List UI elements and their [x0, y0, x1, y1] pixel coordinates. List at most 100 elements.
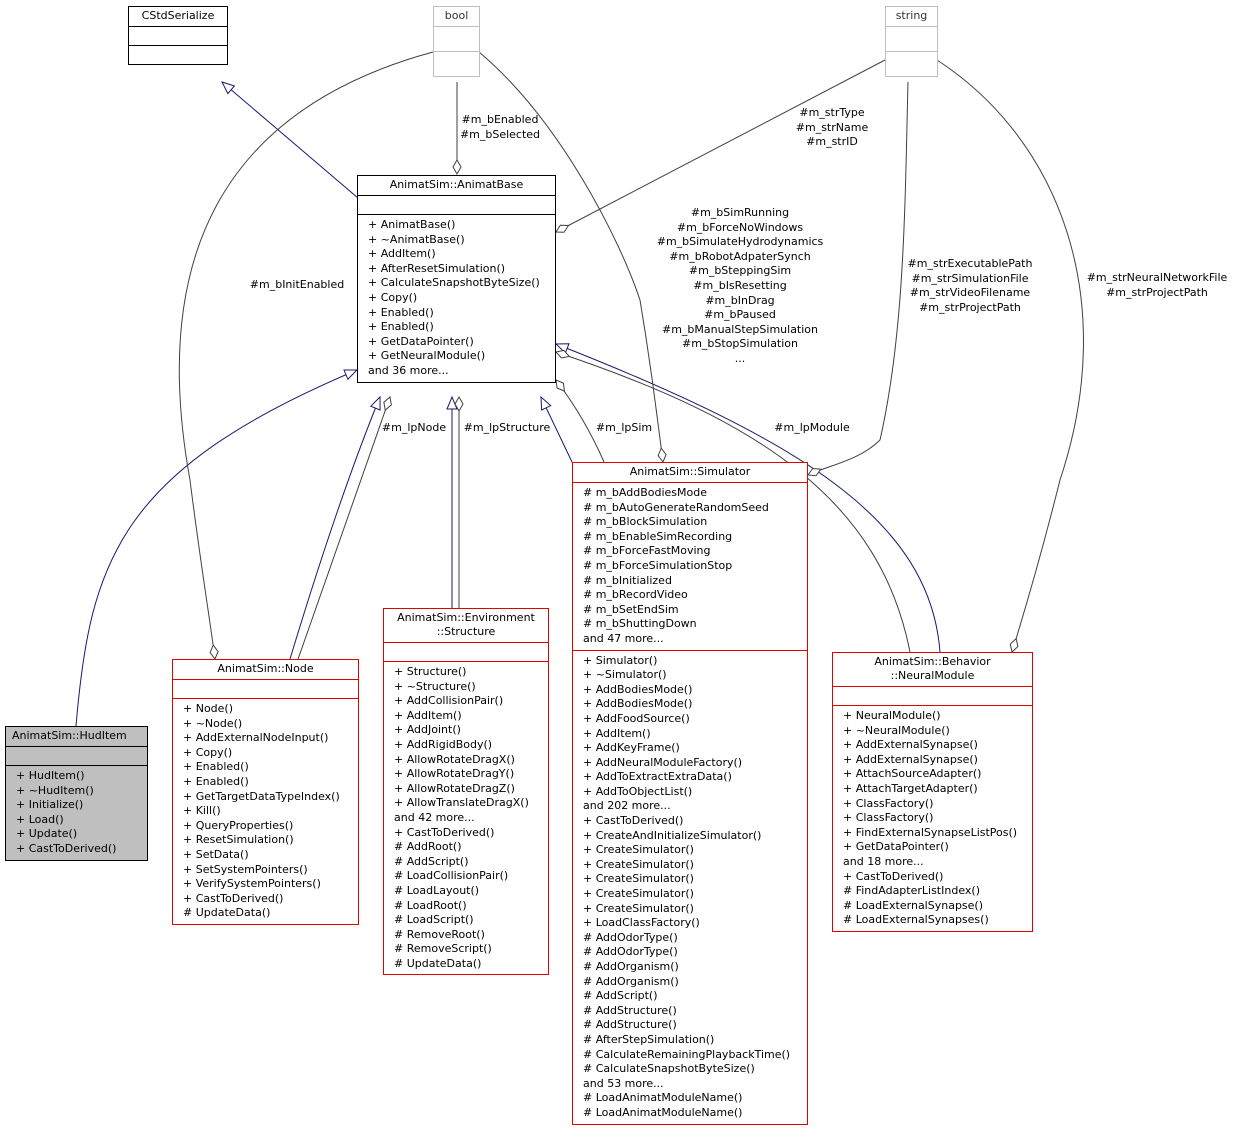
member-line: + AllowRotateDragZ()	[394, 781, 515, 795]
member-line: + CreateSimulator()	[583, 857, 694, 871]
member-line: + AddToExtractExtraData()	[583, 770, 732, 784]
member-line: # AddScript()	[394, 854, 469, 868]
member-line: # m_bShuttingDown	[583, 617, 697, 631]
member-line: # CalculateRemainingPlaybackTime()	[583, 1047, 791, 1061]
member-line: + GetDataPointer()	[843, 840, 949, 854]
member-line: and 42 more...	[394, 810, 475, 824]
member-line: # m_bForceFastMoving	[583, 544, 711, 558]
member-line: # LoadAnimatModuleName()	[583, 1091, 743, 1105]
edge-label-nm-strings: #m_strNeuralNetworkFile#m_strProjectPath	[1087, 271, 1228, 300]
class-node[interactable]: AnimatSim::Node + Node()+ ~Node()+ AddEx…	[172, 659, 359, 925]
member-line: + AttachSourceAdapter()	[843, 767, 982, 781]
methods-section: + HudItem()+ ~HudItem()+ Initialize()+ L…	[6, 765, 147, 860]
member-line: + ResetSimulation()	[183, 833, 294, 847]
member-line: + Load()	[16, 812, 64, 826]
member-line: # m_bAutoGenerateRandomSeed	[583, 500, 769, 514]
member-line: # RemoveRoot()	[394, 927, 485, 941]
member-line: # AddOdorType()	[583, 945, 678, 959]
member-line: + VerifySystemPointers()	[183, 877, 321, 891]
usage-edge-string-sim	[807, 81, 909, 477]
class-structure[interactable]: AnimatSim::Environment ::Structure + Str…	[383, 608, 549, 976]
member-line: + ~HudItem()	[16, 783, 94, 797]
member-line: + AddItem()	[394, 708, 462, 722]
member-line: + ClassFactory()	[843, 796, 934, 810]
member-line: + HudItem()	[16, 769, 85, 782]
methods-section: + Node()+ ~Node()+ AddExternalNodeInput(…	[173, 698, 358, 924]
member-line: + AddBodiesMode()	[583, 697, 693, 711]
edge-label-init-enabled: #m_bInitEnabled	[249, 278, 345, 291]
inherit-edge-neuralmodule	[556, 344, 941, 653]
member-line: #m_bSimulateHydrodynamics	[656, 235, 824, 249]
class-title: AnimatSim::Node	[217, 662, 314, 675]
member-line: #m_bSelected	[459, 127, 541, 141]
class-cstdserialize[interactable]: CStdSerialize	[128, 6, 228, 65]
member-line: # AddOdorType()	[583, 930, 678, 944]
edge-label-string-base: #m_strType#m_strName#m_strID	[796, 106, 868, 150]
member-line: # AddStructure()	[583, 1018, 677, 1032]
class-title: bool	[444, 9, 469, 22]
attributes-section	[886, 26, 937, 51]
member-line: + QueryProperties()	[183, 818, 294, 832]
member-line: and 53 more...	[583, 1076, 664, 1090]
class-huditem[interactable]: AnimatSim::HudItem + HudItem()+ ~HudItem…	[5, 726, 148, 861]
member-line: # UpdateData()	[394, 956, 482, 970]
class-title: AnimatSim::HudItem	[12, 729, 127, 742]
member-line: # m_bEnableSimRecording	[583, 529, 733, 543]
edge-label-lp-structure: #m_lpStructure	[463, 421, 551, 434]
member-line: # LoadCollisionPair()	[394, 869, 509, 883]
class-animatbase[interactable]: AnimatSim::AnimatBase + AnimatBase()+ ~A…	[357, 175, 556, 383]
member-line: #m_strSimulationFile	[911, 271, 1029, 285]
class-title-line2: ::NeuralModule	[890, 669, 975, 682]
attributes-section	[358, 195, 555, 214]
class-simulator[interactable]: AnimatSim::Simulator # m_bAddBodiesMode#…	[572, 462, 808, 1125]
member-line: + CastToDerived()	[183, 891, 284, 905]
member-line: + Simulator()	[583, 653, 658, 667]
member-line: #m_strProjectPath	[1106, 285, 1208, 299]
member-line: + CreateSimulator()	[583, 901, 694, 915]
class-string[interactable]: string	[885, 6, 938, 77]
usage-edge-lpsim	[555, 379, 605, 463]
member-line: + AfterResetSimulation()	[368, 261, 506, 275]
member-line: # LoadRoot()	[394, 898, 467, 912]
member-line: # RemoveScript()	[394, 942, 492, 956]
member-line: #m_bInDrag	[705, 293, 775, 307]
member-line: # AddStructure()	[583, 1003, 677, 1017]
class-neuralmodule[interactable]: AnimatSim::Behavior ::NeuralModule + Neu…	[832, 652, 1033, 932]
member-line: #m_bForceNoWindows	[676, 220, 804, 234]
class-bool[interactable]: bool	[433, 6, 480, 77]
member-line: + AddKeyFrame()	[583, 741, 680, 755]
member-line: + GetDataPointer()	[368, 334, 474, 348]
member-line: + ~Simulator()	[583, 668, 667, 682]
class-title: AnimatSim::Environment ::Structure	[384, 609, 548, 642]
member-line: # LoadExternalSynapse()	[843, 898, 984, 912]
member-line: + Initialize()	[16, 798, 84, 812]
member-line: # m_bForceSimulationStop	[583, 558, 733, 572]
class-title: AnimatSim::AnimatBase	[389, 178, 524, 191]
usage-edge-string-nm	[936, 59, 1084, 653]
class-title: string	[895, 9, 928, 22]
member-line: + AllowTranslateDragX()	[394, 796, 529, 810]
member-line: + AddFoodSource()	[583, 711, 690, 725]
member-line: # LoadScript()	[394, 913, 474, 927]
member-line: #m_bManualStepSimulation	[661, 322, 819, 336]
edge-label-lp-module: #m_lpModule	[774, 421, 850, 434]
member-line: #m_bSteppingSim	[688, 264, 792, 278]
member-line: + AddBodiesMode()	[583, 682, 693, 696]
member-line: + ~Node()	[183, 716, 243, 730]
member-line: + SetData()	[183, 847, 249, 861]
member-line: #m_bIsResetting	[693, 278, 787, 292]
member-line: #m_bSimRunning	[690, 206, 790, 219]
member-line: + AddToObjectList()	[583, 784, 693, 798]
member-line: #m_strName	[795, 120, 869, 134]
member-line: # AddOrganism()	[583, 960, 679, 973]
inherit-edge-node	[289, 397, 380, 660]
member-line: # AfterStepSimulation()	[583, 1032, 715, 1046]
member-line: #m_strNeuralNetworkFile	[1086, 271, 1228, 284]
attributes-section	[6, 746, 147, 765]
member-line: and 47 more...	[583, 631, 664, 645]
member-line: + FindExternalSynapseListPos()	[843, 825, 1018, 839]
member-line: + Enabled()	[183, 760, 249, 774]
member-line: + AddItem()	[368, 247, 436, 261]
class-title-line1: AnimatSim::Behavior	[874, 655, 991, 668]
